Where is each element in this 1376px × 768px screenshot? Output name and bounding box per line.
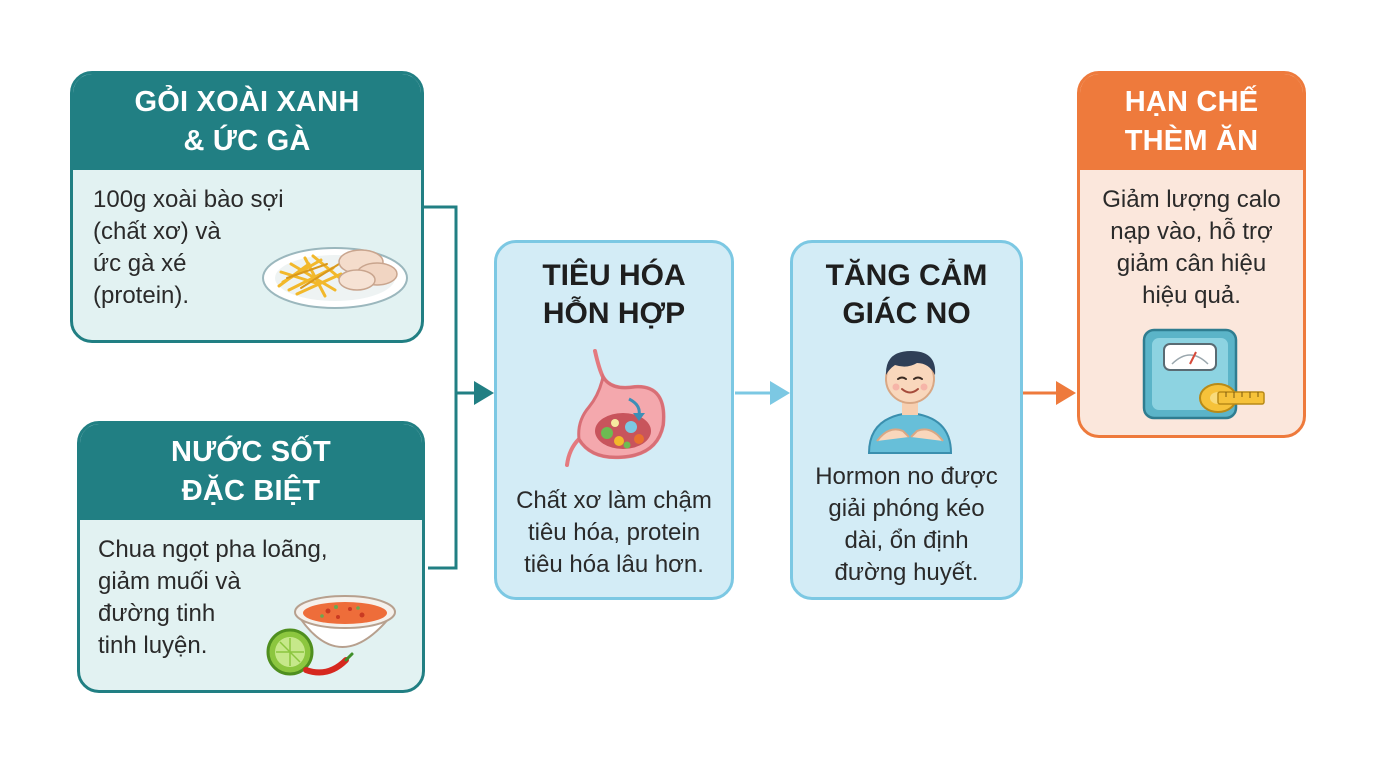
fullness-description: Hormon no được giải phóng kéo dài, ổn đị… xyxy=(815,463,998,586)
fullness-box: TĂNG CẢM GIÁC NO Hormon no được giải phó… xyxy=(790,240,1023,600)
salad-box: GỎI XOÀI XANH & ỨC GÀ 100g xoài bào sợi … xyxy=(70,71,424,343)
digestion-box: TIÊU HÓA HỖN HỢP Chất xơ làm chậm tiêu h… xyxy=(494,240,734,600)
sauce-description: Chua ngọt pha loãng, giảm muối và đường … xyxy=(98,536,328,659)
result-description: Giảm lượng calo nạp vào, hỗ trợ giảm cân… xyxy=(1102,186,1281,309)
plate-salad-icon xyxy=(262,247,408,309)
result-title: HẠN CHẾ THÈM ĂN xyxy=(1080,74,1303,170)
bracket-connector xyxy=(424,205,458,570)
digestion-title: TIÊU HÓA HỖN HỢP xyxy=(542,259,686,330)
stomach-icon xyxy=(565,349,666,467)
result-box: HẠN CHẾ THÈM ĂN Giảm lượng calo nạp vào,… xyxy=(1077,71,1306,438)
sauce-bowl-icon xyxy=(266,595,397,676)
satisfied-person-icon xyxy=(867,351,953,454)
arrow-head-orange xyxy=(1056,381,1076,405)
sauce-box: NƯỚC SỐT ĐẶC BIỆT Chua ngọt pha loãng, g… xyxy=(77,421,425,693)
arrow-head-teal xyxy=(474,381,494,405)
salad-description: 100g xoài bào sợi (chất xơ) và ức gà xé … xyxy=(93,186,284,309)
salad-title: GỎI XOÀI XANH & ỨC GÀ xyxy=(73,74,421,170)
fullness-title: TĂNG CẢM GIÁC NO xyxy=(825,259,988,330)
arrow-head-blue xyxy=(770,381,790,405)
digestion-description: Chất xơ làm chậm tiêu hóa, protein tiêu … xyxy=(516,487,712,578)
sauce-title: NƯỚC SỐT ĐẶC BIỆT xyxy=(80,424,422,520)
scale-tape-icon xyxy=(1142,328,1265,420)
